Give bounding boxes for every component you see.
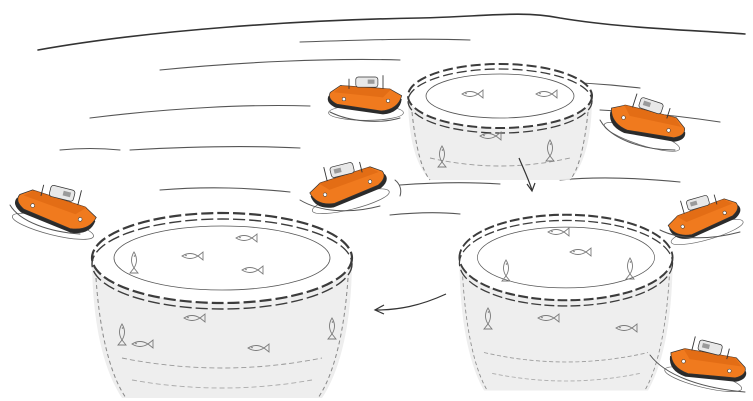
net-pen-top bbox=[408, 64, 592, 180]
net-pen-right bbox=[459, 215, 672, 391]
net-pen-left bbox=[92, 213, 352, 398]
